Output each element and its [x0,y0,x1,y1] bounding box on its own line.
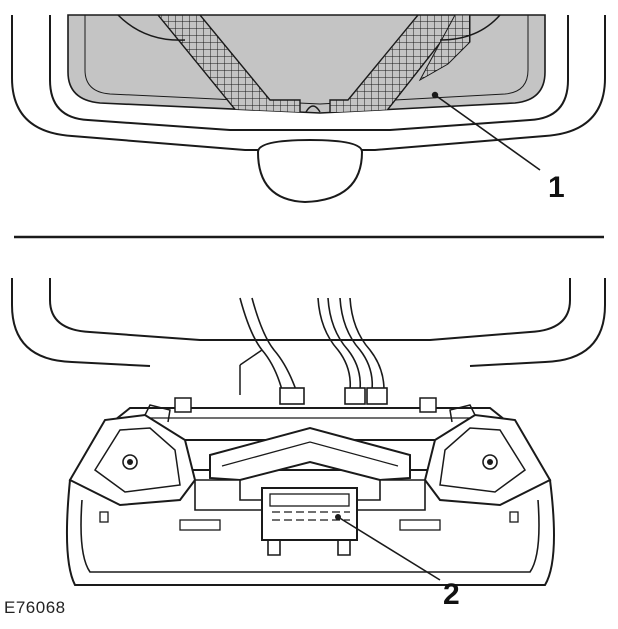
bottom-view-lamp-removed [11,278,606,586]
wiring-harness [239,297,385,391]
callout-1-leader [434,94,541,171]
left-retaining-clip [68,404,197,507]
headlining-outline-bottom [11,278,151,367]
callout-2-leader [337,516,441,581]
figure-reference-id: E76068 [4,598,66,617]
electrical-connector [261,487,358,556]
lens-inner-edge [84,15,529,105]
lamp-switch-knob [256,138,364,204]
lamp-bezel [49,15,569,131]
aperture-inner-edge [49,278,571,341]
callout-label-1: 1 [548,171,565,204]
callout-label-2: 2 [443,578,460,611]
right-retaining-clip [423,404,552,507]
reflector-hatching [156,15,471,113]
top-view-lamp-assembly [11,14,606,204]
lamp-lens [67,14,546,114]
